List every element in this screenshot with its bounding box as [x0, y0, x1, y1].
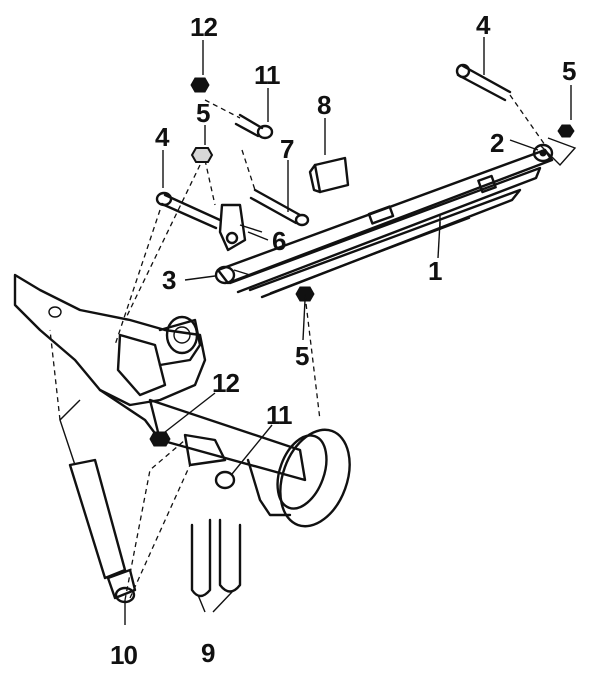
spring-eye-bushing: [532, 143, 554, 163]
callout-leaders: [124, 37, 572, 625]
callout-6: 6: [272, 226, 287, 256]
nut-axle-left: [149, 431, 171, 447]
shackle: [218, 203, 263, 252]
callout-10: 10: [110, 640, 138, 670]
callout-5-right: 5: [562, 56, 577, 86]
brake-drum: [246, 428, 351, 528]
spring-rear-eye: [214, 265, 251, 285]
upper-bolt: [234, 113, 274, 140]
callout-12-top: 12: [190, 12, 218, 42]
shackle-bolt-left: [155, 191, 222, 230]
axle-bolt: [214, 470, 236, 490]
shackle-bolt: [249, 188, 310, 227]
callout-2: 2: [490, 128, 505, 158]
nut-upper-left: [190, 147, 214, 163]
callout-11-bottom: 11: [266, 400, 292, 430]
callout-4-right: 4: [476, 10, 491, 40]
callout-1: 1: [428, 256, 443, 286]
callout-4-left: 4: [155, 122, 170, 152]
assembly-lines: [49, 164, 321, 601]
callout-12-bottom: 12: [212, 368, 240, 398]
spring-plate: [183, 433, 227, 467]
leaf-spring: [216, 148, 554, 299]
nut-lower: [295, 286, 315, 302]
u-bolts: [190, 518, 242, 598]
nut-right: [557, 124, 575, 138]
callout-7: 7: [280, 134, 295, 164]
nut-top: [190, 77, 210, 93]
callout-8: 8: [317, 90, 332, 120]
shock-absorber: [59, 399, 137, 604]
callout-9: 9: [201, 638, 216, 668]
front-hanger: [539, 137, 577, 167]
callout-5-lower: 5: [295, 341, 310, 371]
callout-5-upper-left: 5: [196, 98, 211, 128]
callout-3: 3: [162, 265, 177, 295]
bump-stop: [308, 156, 350, 194]
callout-11-top: 11: [254, 60, 280, 90]
axle-housing: [13, 273, 307, 482]
hanger-bolt-right: [455, 63, 512, 102]
